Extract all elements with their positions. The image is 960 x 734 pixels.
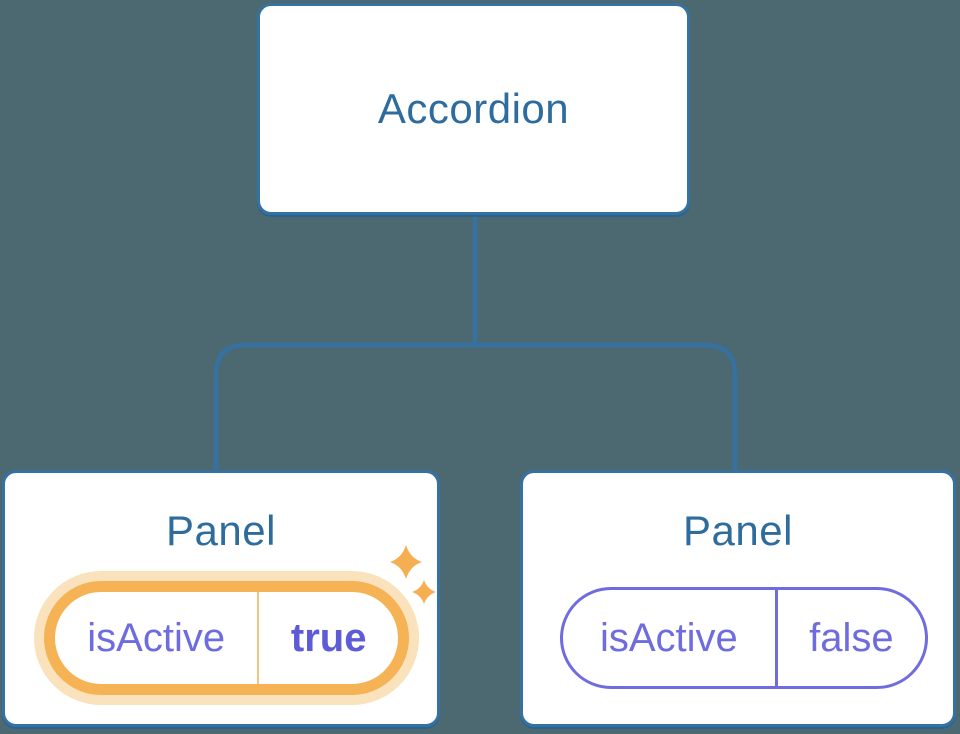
connector-branch-bracket [213,342,738,471]
state-pill-inactive: isActive false [560,587,928,689]
panel-label: Panel [166,507,276,554]
accordion-node: Accordion [257,3,690,215]
panel-node-active: Panel isActive true [2,470,440,727]
state-value: true [290,615,367,660]
state-key: isActive [563,590,778,686]
accordion-label: Accordion [377,85,570,132]
panel-label: Panel [683,507,793,554]
panel-node-inactive: Panel isActive false [520,470,956,727]
state-value: false [809,615,894,660]
state-pill-active: isActive true [44,581,409,695]
state-key: isActive [55,592,260,684]
